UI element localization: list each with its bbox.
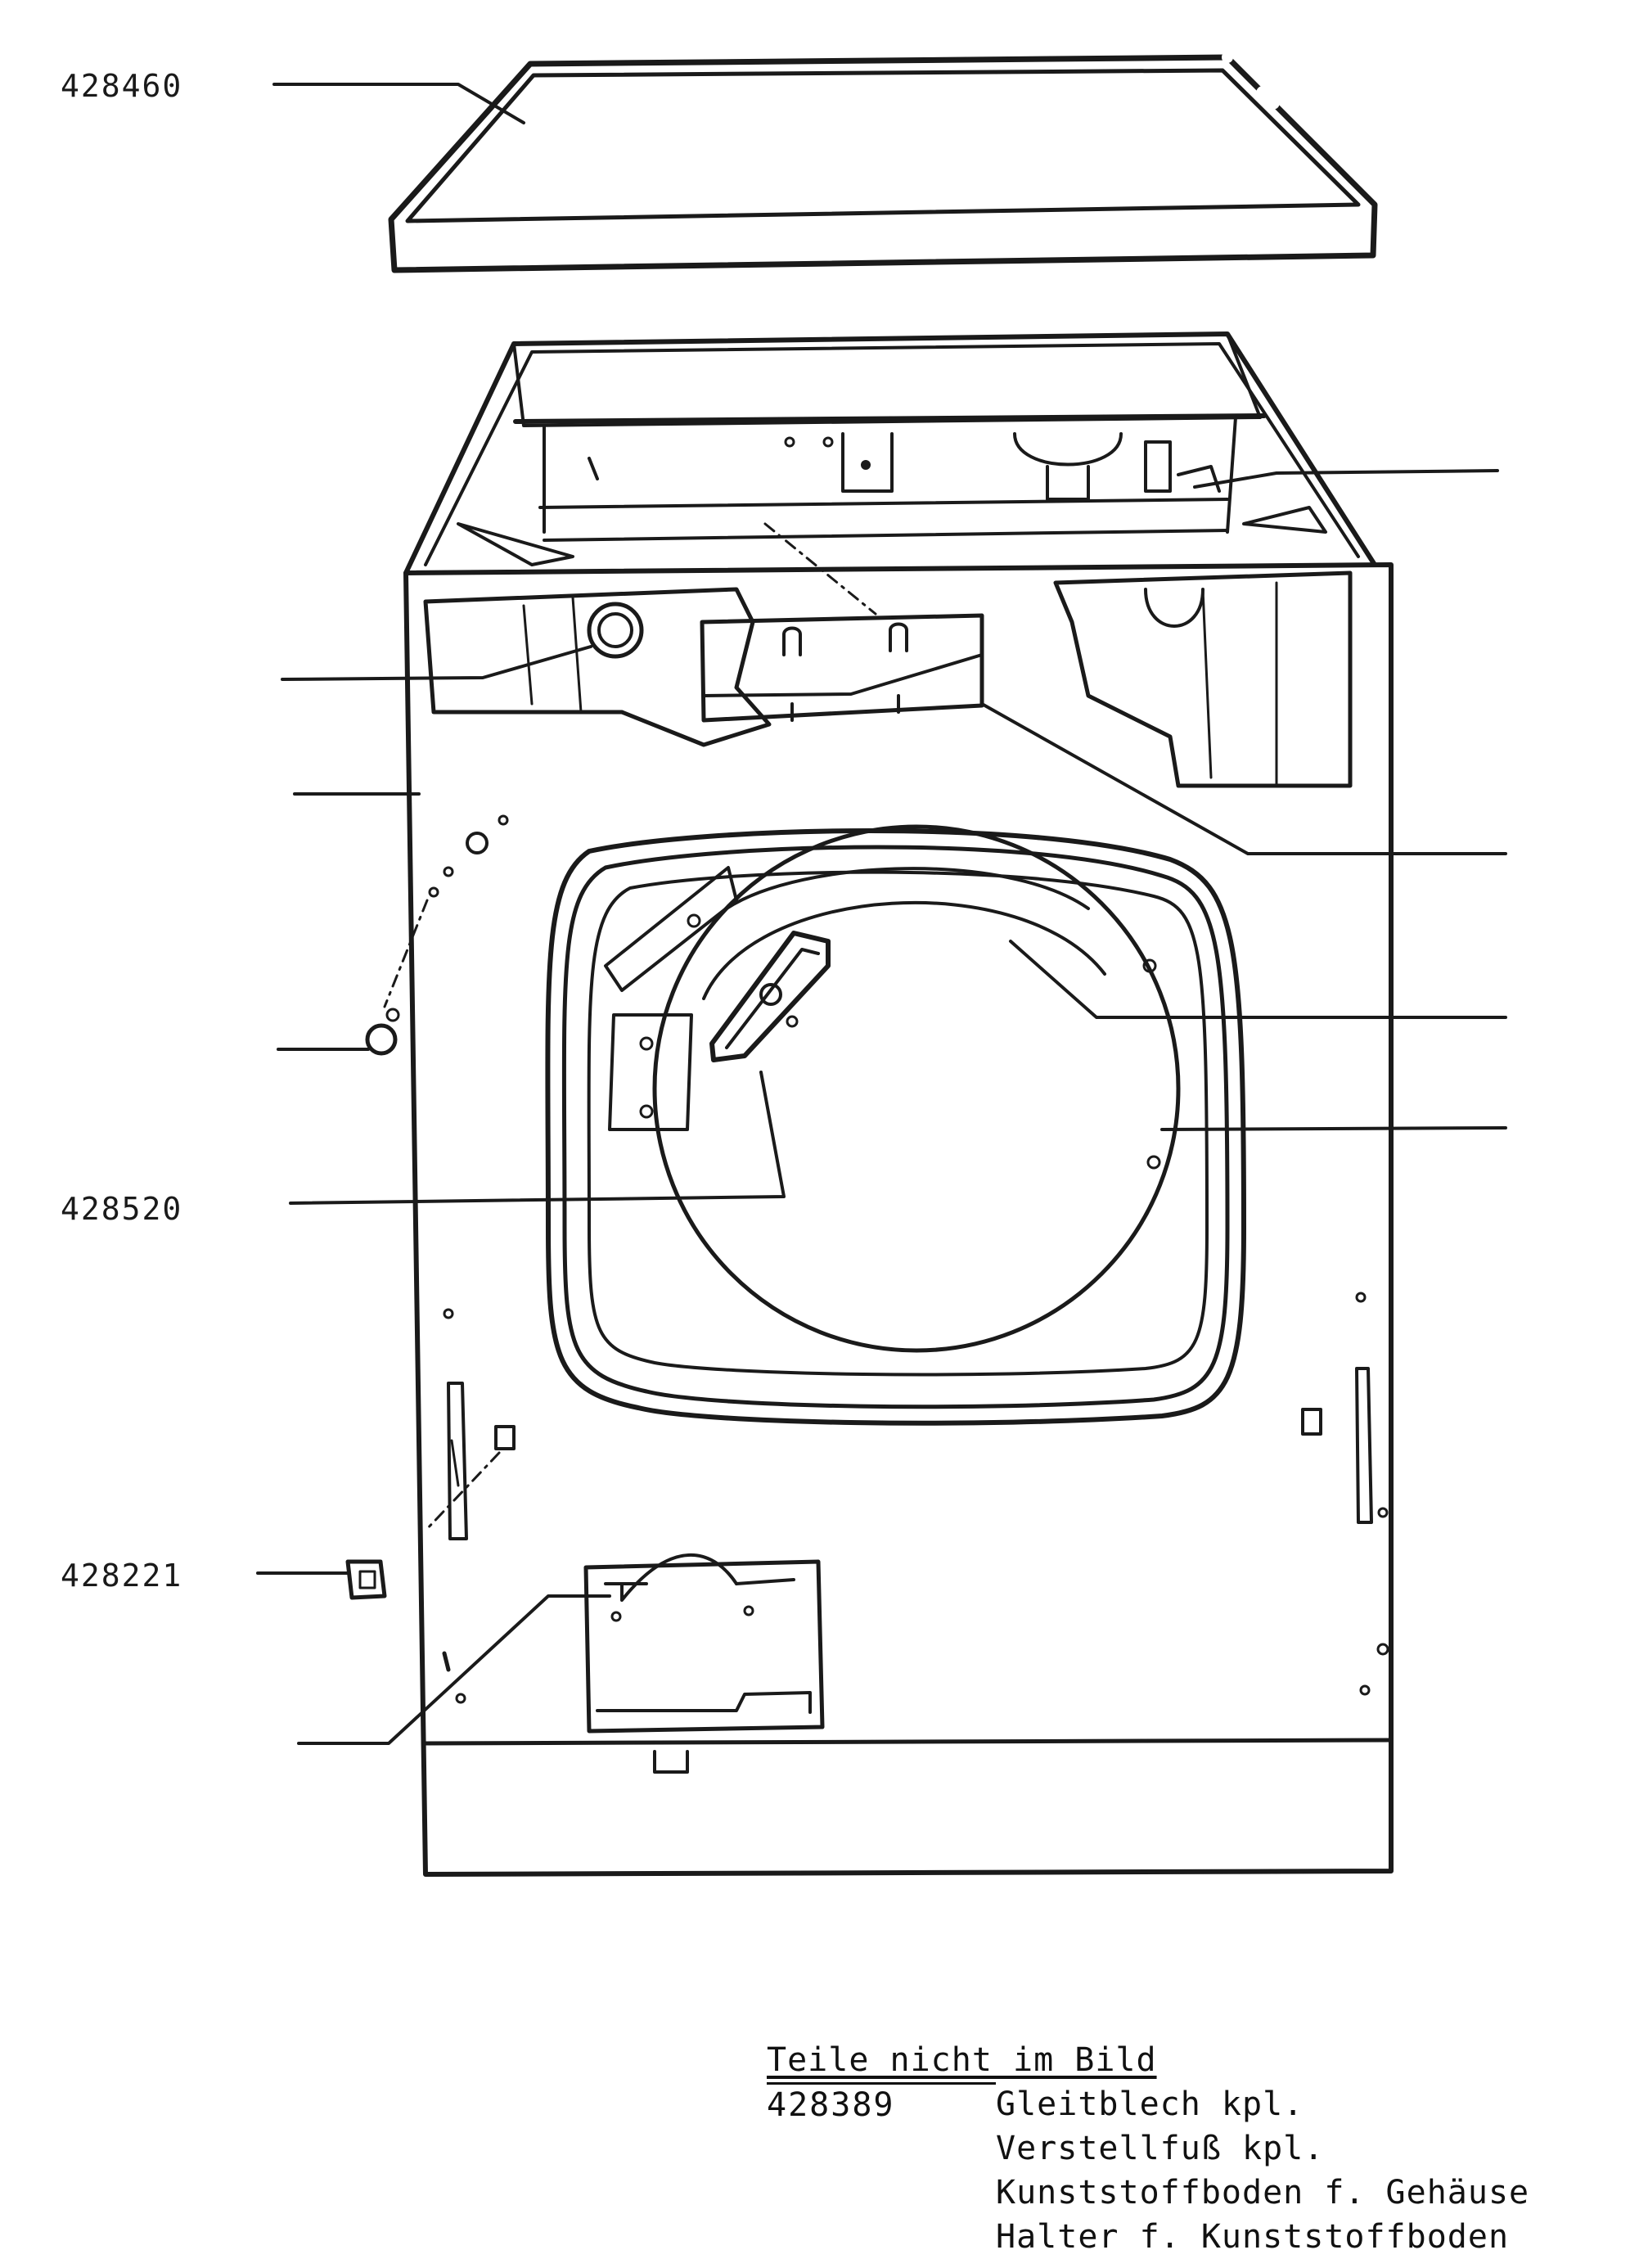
door-opening <box>545 824 1246 1426</box>
part-description: Verstellfuß kpl. <box>996 2130 1325 2167</box>
service-panel <box>583 1553 825 1734</box>
dispenser-drawer <box>700 522 984 723</box>
part-label-top-cover: 428460 <box>61 68 183 104</box>
part-description: Gleitblech kpl. <box>996 2085 1304 2123</box>
part-label-small-bracket: 428221 <box>61 1558 183 1594</box>
parts-not-shown-row: Kunststoffboden f. Gehäuse <box>767 2171 1529 2215</box>
top-cover-panel <box>388 52 1380 273</box>
part-description: Kunststoffboden f. Gehäuse <box>996 2174 1530 2212</box>
drum-paddle <box>709 931 831 1062</box>
cabinet-body <box>403 331 1394 1877</box>
parts-not-shown-row: 428389 Gleitblech kpl. <box>767 2082 1529 2126</box>
control-panel-recesses <box>423 570 1353 788</box>
parts-not-shown-row: Verstellfuß kpl. <box>767 2126 1529 2171</box>
parts-not-shown-heading: Teile nicht im Bild <box>767 2041 1157 2079</box>
part-label-drum-paddle: 428520 <box>61 1191 183 1227</box>
leader-lines <box>256 83 1507 1745</box>
part-number: 428389 <box>767 2082 996 2126</box>
left-side-details <box>345 814 1389 1704</box>
parts-not-shown-note: Teile nicht im Bild 428389 Gleitblech kp… <box>767 2038 1529 2259</box>
parts-not-shown-row: Halter f. Kunststoffboden <box>767 2215 1529 2259</box>
part-description: Halter f. Kunststoffboden <box>996 2218 1510 2256</box>
